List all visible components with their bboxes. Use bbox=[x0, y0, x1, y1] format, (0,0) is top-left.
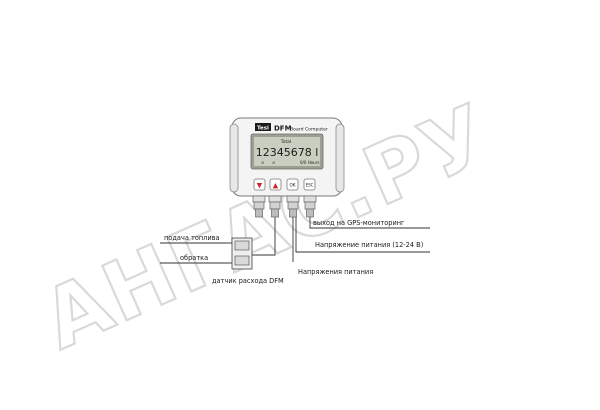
voltage-range-line bbox=[295, 217, 430, 253]
label-gps-output: выход на GPS-мониторинг bbox=[313, 219, 405, 227]
button-down-label: ▼ bbox=[257, 182, 263, 190]
button-up[interactable]: ▲ bbox=[269, 178, 282, 191]
brand-logo bbox=[255, 123, 271, 131]
label-flow-sensor: датчик расхода DFM bbox=[212, 277, 284, 285]
lcd-screen bbox=[254, 137, 320, 166]
button-ok[interactable]: OK bbox=[286, 178, 299, 191]
cable-gland-2 bbox=[268, 195, 282, 218]
label-return-line: обратка bbox=[180, 254, 208, 262]
label-supply-voltage-range: Напряжение питания (12-24 В) bbox=[315, 241, 423, 249]
cable-glands bbox=[252, 195, 317, 218]
board-computer-device: Tesi DFM Board Computer Total 12345678 l… bbox=[229, 117, 345, 197]
lcd-footer-right: 0/0 Hours bbox=[300, 160, 319, 165]
model-subtitle: Board Computer bbox=[290, 127, 328, 133]
brand-logo-text: Tesi bbox=[257, 126, 269, 132]
button-down[interactable]: ▼ bbox=[253, 178, 266, 191]
sensor-cable bbox=[252, 217, 276, 256]
gps-output-line bbox=[309, 217, 430, 229]
button-esc[interactable]: ESC bbox=[303, 178, 316, 191]
model-name: DFM bbox=[274, 125, 292, 133]
lcd-footer-left-icon: ⊙ bbox=[261, 160, 264, 165]
label-fuel-supply: подача топлива bbox=[164, 234, 220, 242]
cable-gland-4 bbox=[303, 195, 317, 218]
flow-sensor bbox=[228, 237, 253, 270]
label-supply-voltage: Напряжения питания bbox=[298, 268, 373, 276]
button-up-label: ▲ bbox=[273, 182, 279, 190]
lcd-footer-mid-icon: ⊙ bbox=[272, 160, 275, 165]
device-right-ear bbox=[335, 123, 345, 193]
device-left-ear bbox=[229, 123, 239, 193]
button-ok-label: OK bbox=[289, 183, 295, 188]
lcd-header: Total bbox=[280, 139, 292, 145]
button-esc-label: ESC bbox=[306, 183, 314, 188]
cable-gland-1 bbox=[252, 195, 266, 218]
lcd-reading: 12345678 l bbox=[256, 146, 319, 159]
wiring bbox=[160, 217, 430, 264]
